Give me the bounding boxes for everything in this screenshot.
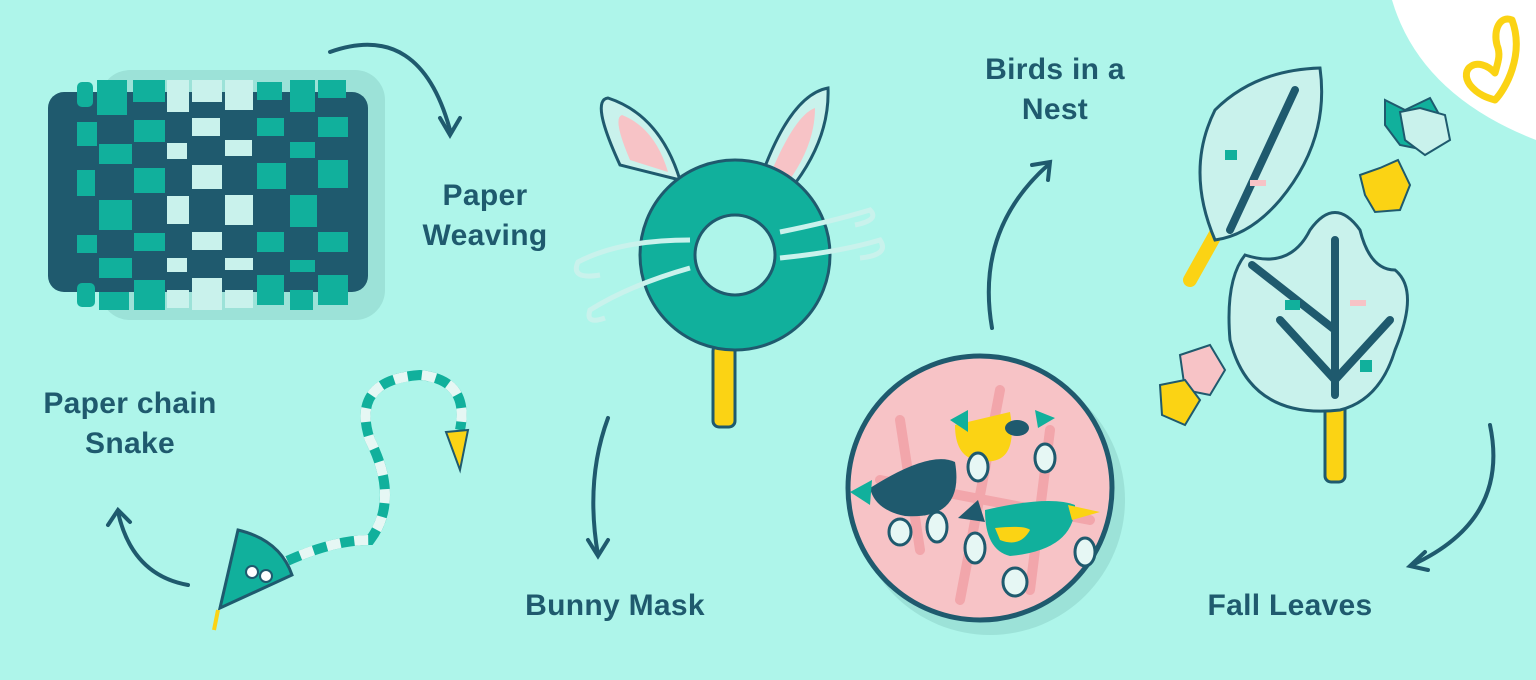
label-birds-in-a-nest: Birds in a Nest	[960, 50, 1150, 130]
paper-weaving-illustration	[48, 70, 385, 320]
fall-leaves-illustration	[1158, 66, 1452, 484]
label-paper-chain-snake: Paper chain Snake	[20, 384, 240, 464]
label-line: Paper	[442, 179, 528, 212]
label-paper-weaving: Paper Weaving	[410, 176, 560, 256]
bunny-mask-illustration	[573, 86, 885, 429]
birds-nest-illustration	[845, 353, 1125, 635]
paper-chain-snake-illustration	[212, 369, 470, 631]
label-line: Nest	[1021, 93, 1089, 126]
label-bunny-mask: Bunny Mask	[525, 589, 705, 622]
arrow-icon	[106, 42, 1496, 587]
label-fall-leaves: Fall Leaves	[1207, 589, 1373, 622]
label-line: Paper chain	[43, 387, 217, 420]
label-line: Weaving	[422, 219, 548, 252]
heart-logo-icon	[1462, 15, 1520, 104]
label-line: Birds in a	[985, 53, 1125, 86]
label-line: Snake	[85, 427, 175, 460]
